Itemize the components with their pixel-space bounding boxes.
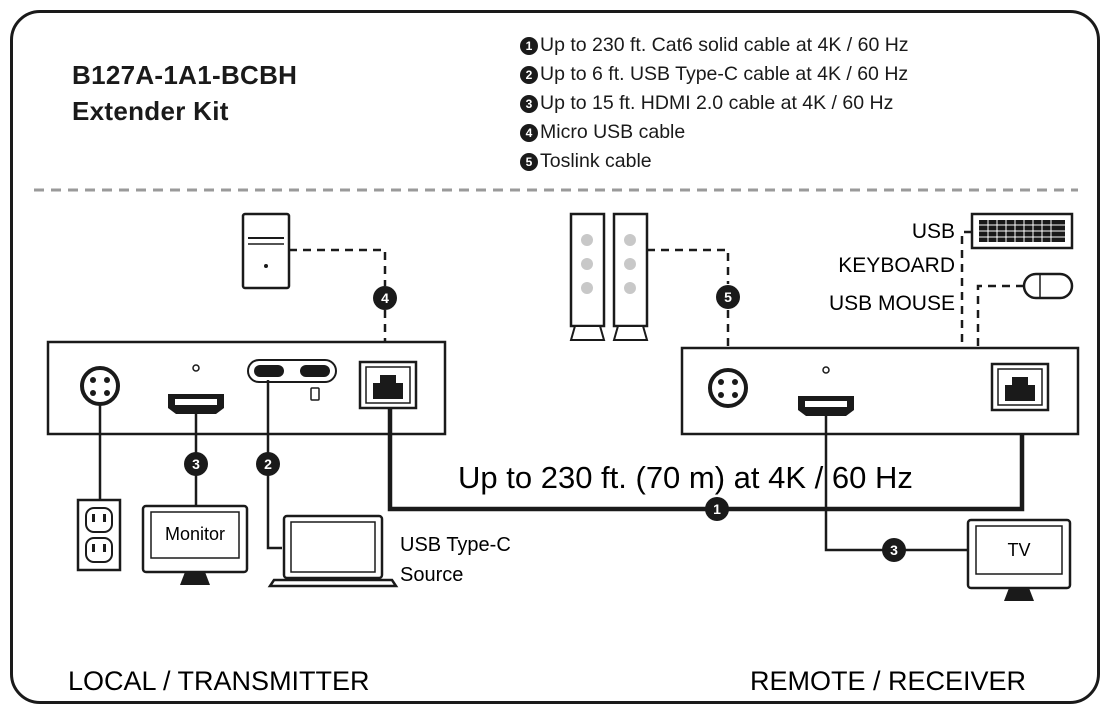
marker-number: 3	[890, 542, 898, 558]
tv-icon	[966, 518, 1072, 601]
legend-text: Toslink cable	[540, 150, 652, 172]
marker-number: 5	[724, 289, 732, 305]
local-transmitter-label: LOCAL / TRANSMITTER	[68, 666, 370, 696]
legend-text: Up to 15 ft. HDMI 2.0 cable at 4K / 60 H…	[540, 92, 894, 114]
marker-number: 2	[264, 456, 272, 472]
usb-mouse-label: USB MOUSE	[829, 292, 955, 315]
power-port-icon	[80, 366, 120, 406]
legend-number-badge: 5	[520, 152, 538, 171]
keyboard-icon	[970, 212, 1074, 250]
legend-text: Up to 6 ft. USB Type-C cable at 4K / 60 …	[540, 63, 909, 85]
monitor-icon	[141, 504, 249, 585]
cable-marker-badge: 3	[882, 538, 906, 562]
remote-receiver-label: REMOTE / RECEIVER	[750, 666, 1026, 696]
usb-c-cable-line	[266, 380, 282, 550]
model-title: B127A-1A1-BCBH	[72, 60, 298, 90]
usb-source-label: USB Type-C	[400, 534, 511, 556]
legend-number-badge: 3	[520, 94, 538, 113]
cable-marker-badge: 3	[184, 452, 208, 476]
pc-tower-icon	[241, 212, 291, 290]
cable-marker-badge: 1	[705, 497, 729, 521]
distance-label: Up to 230 ft. (70 m) at 4K / 60 Hz	[458, 460, 913, 495]
legend-text: Up to 230 ft. Cat6 solid cable at 4K / 6…	[540, 34, 909, 56]
cable-marker-badge: 2	[256, 452, 280, 476]
usb-source-label: Source	[400, 564, 463, 586]
hdmi-cable-line	[824, 416, 972, 552]
legend-number-badge: 2	[520, 65, 538, 84]
tv-label: TV	[1007, 540, 1030, 560]
wall-outlet-icon	[76, 498, 122, 572]
legend-number-badge: 4	[520, 123, 538, 142]
micro-usb-cable-line	[289, 248, 387, 286]
hdmi-port-icon	[168, 364, 224, 414]
kit-subtitle: Extender Kit	[72, 96, 229, 126]
diagram-frame	[10, 10, 1100, 704]
marker-number: 4	[381, 290, 389, 306]
toslink-cable-line	[647, 248, 730, 284]
marker-number: 3	[192, 456, 200, 472]
mouse-cable-line	[976, 284, 1024, 348]
monitor-label: Monitor	[165, 524, 225, 544]
speakers-icon	[569, 212, 649, 341]
legend-number-badge: 1	[520, 36, 538, 55]
usb-keyboard-label: KEYBOARD	[838, 254, 955, 277]
keyboard-cable-line	[960, 230, 972, 348]
cable-marker-badge: 5	[716, 285, 740, 309]
usb-c-port-icon	[247, 359, 337, 401]
mouse-icon	[1022, 272, 1074, 300]
rj45-port-icon	[358, 360, 418, 410]
laptop-icon	[267, 514, 399, 588]
legend-text: Micro USB cable	[540, 121, 686, 143]
marker-number: 1	[713, 501, 721, 517]
hdmi-port-icon	[798, 366, 854, 416]
power-port-icon	[708, 368, 748, 408]
rj45-port-icon	[990, 362, 1050, 412]
usb-keyboard-label: USB	[912, 220, 955, 243]
cable-marker-badge: 4	[373, 286, 397, 310]
